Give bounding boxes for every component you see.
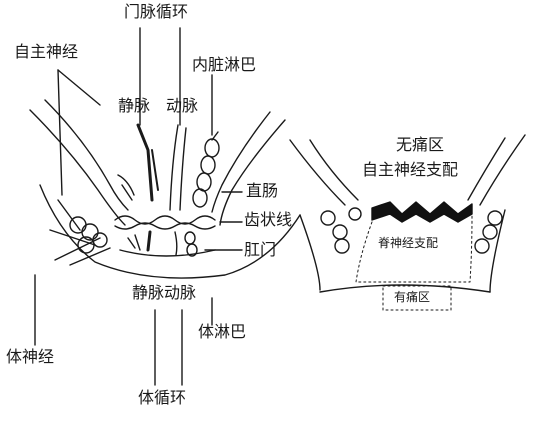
dentate-line [115,216,215,224]
left-node-cluster [50,200,110,265]
label-autonomic-innervation: 自主神经支配 [362,162,458,178]
lower-vein [148,232,150,250]
portal-vein-trunk [138,125,152,200]
label-vein-artery-lower: 静脉动脉 [132,285,196,301]
right-wall-left-outer [290,140,345,205]
label-dentate-line: 齿状线 [244,212,292,228]
label-vein: 静脉 [118,98,150,114]
right-node-cluster-right [475,211,502,253]
visceral-lymph-chain [193,132,219,207]
leader-autonomic-2 [58,70,100,105]
right-dentate-band [372,202,472,222]
portal-vein-branch [152,150,158,190]
label-artery: 动脉 [166,98,198,114]
label-painful-zone: 有痛区 [394,291,430,303]
dentate-line-lower [115,223,215,229]
label-somatic-lymph: 体淋巴 [198,324,246,340]
artery-trunk [170,125,178,210]
left-rectal-wall-left [30,110,125,225]
label-rectum: 直肠 [246,183,278,199]
right-node-cluster-left [321,208,361,253]
lower-artery [175,232,177,255]
left-rectal-wall-left-inner [45,100,128,210]
label-autonomic-nerve: 自主神经 [14,44,78,60]
leader-autonomic [58,70,62,195]
lower-vein-twigs [128,235,140,250]
label-portal-circulation: 门脉循环 [124,4,188,20]
right-wall-left-inner [310,140,358,200]
artery-trunk-2 [180,128,186,210]
label-somatic-nerve: 体神经 [6,349,54,365]
label-painless-zone: 无痛区 [396,137,444,153]
right-wall-right-outer [480,135,525,205]
left-anorectal-section [30,28,300,385]
right-wall-right-inner [468,138,505,200]
label-visceral-lymph: 内脏淋巴 [192,57,256,73]
somatic-lymph-chain [185,232,197,256]
label-anus: 肛门 [244,242,276,258]
portal-vein-twig [118,175,134,200]
label-spinal-innervation: 脊神经支配 [378,237,438,249]
label-systemic-circulation: 体循环 [138,390,186,406]
anal-canal-edge [120,250,215,256]
